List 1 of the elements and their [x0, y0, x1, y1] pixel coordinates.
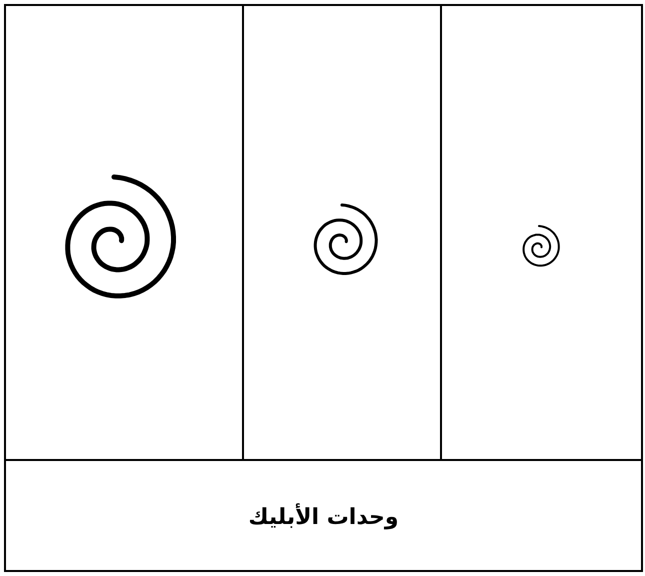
table-caption: وحدات الأبليك — [248, 502, 399, 532]
